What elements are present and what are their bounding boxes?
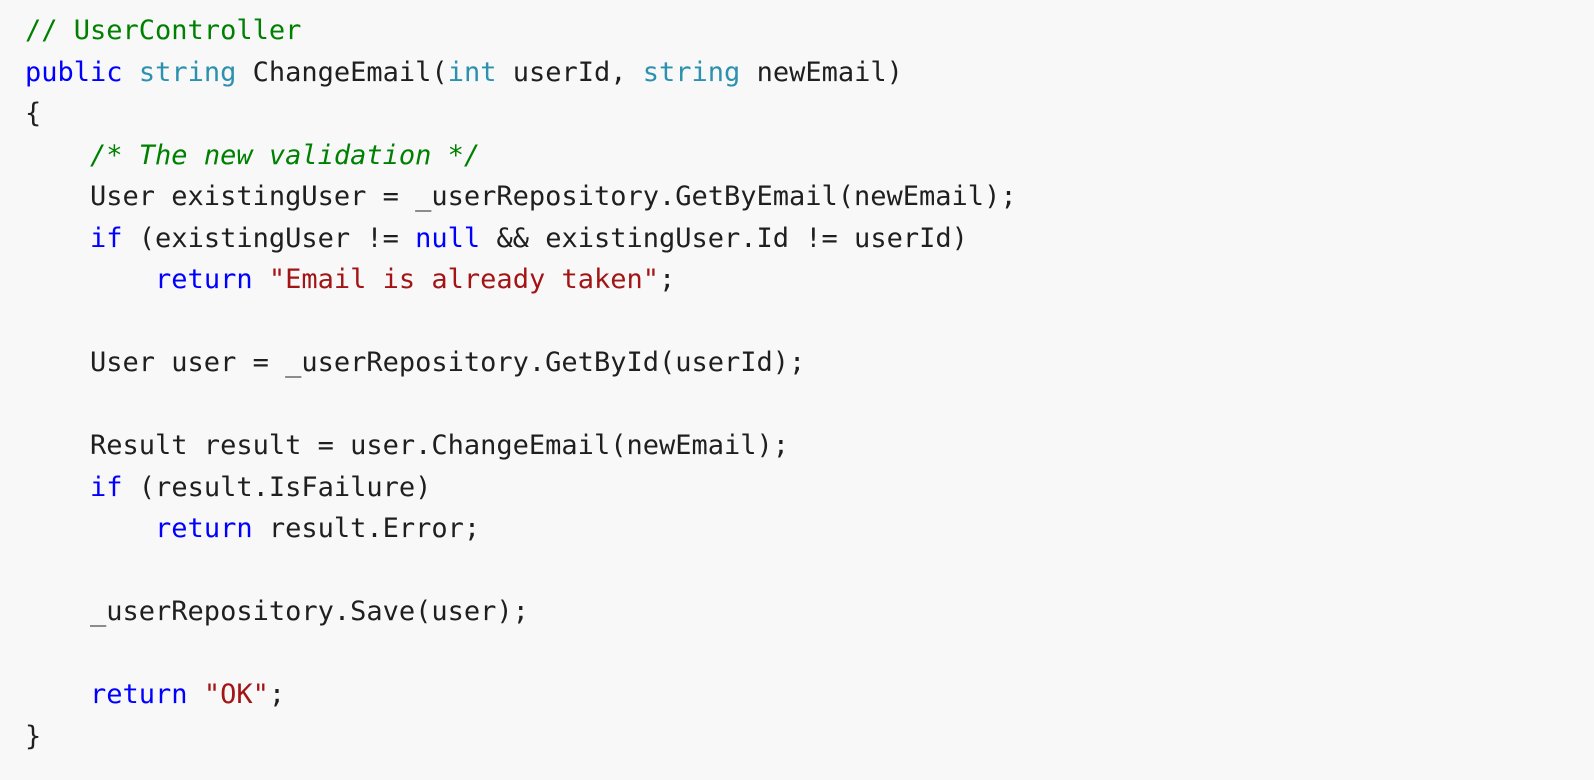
code-token-plain: userId,: [496, 56, 643, 88]
code-line-blank: [25, 550, 1594, 592]
code-line-blank: [25, 384, 1594, 426]
code-token-keyword: return: [155, 513, 253, 544]
code-line: // UserController: [25, 10, 1594, 52]
code-token-string: "Email is already taken": [268, 264, 659, 295]
code-token-plain: User user = _userRepository.GetById(user…: [25, 347, 806, 378]
code-token-plain: [25, 513, 155, 544]
code-line-blank: [25, 633, 1594, 675]
code-token-plain: [188, 679, 204, 710]
code-line: }: [25, 716, 1594, 758]
code-token-keyword: null: [415, 222, 481, 254]
code-token-plain: {: [25, 98, 42, 129]
code-token-plain: ChangeEmail(: [236, 56, 448, 88]
code-token-plain: newEmail): [740, 56, 903, 88]
code-line: {: [25, 93, 1594, 135]
code-token-plain: [253, 264, 269, 295]
code-line: User user = _userRepository.GetById(user…: [25, 342, 1594, 384]
code-line: if (result.IsFailure): [25, 467, 1594, 509]
code-line-blank: [25, 301, 1594, 343]
code-line: if (existingUser != null && existingUser…: [25, 218, 1594, 260]
code-token-plain: }: [25, 720, 42, 752]
code-line: return "OK";: [25, 674, 1594, 716]
code-line: /* The new validation */: [25, 135, 1594, 177]
code-token-plain: result.Error;: [252, 513, 481, 544]
code-token-plain: [123, 57, 139, 88]
code-token-plain: (existingUser !=: [122, 222, 416, 254]
code-line: _userRepository.Save(user);: [25, 591, 1594, 633]
code-token-keyword: return: [90, 679, 188, 710]
code-token-plain: Result result = user.ChangeEmail(newEmai…: [25, 430, 790, 461]
code-token-plain: _userRepository.Save(user);: [25, 596, 529, 627]
code-token-plain: [25, 140, 90, 171]
code-token-type: int: [447, 56, 497, 88]
code-token-keyword: public: [25, 56, 123, 88]
code-line: public string ChangeEmail(int userId, st…: [25, 52, 1594, 94]
code-token-plain: [25, 679, 90, 710]
code-token-plain: ;: [659, 264, 676, 295]
code-line: Result result = user.ChangeEmail(newEmai…: [25, 425, 1594, 467]
code-token-plain: [25, 223, 90, 254]
code-line: return result.Error;: [25, 508, 1594, 550]
code-token-plain: [25, 264, 155, 295]
code-token-keyword: if: [90, 471, 123, 503]
code-token-keyword: return: [155, 264, 253, 295]
code-token-plain: (result.IsFailure): [122, 471, 432, 503]
code-token-plain: User existingUser = _userRepository.GetB…: [25, 181, 1017, 212]
code-token-comment: // UserController: [25, 15, 302, 46]
code-token-plain: [25, 472, 90, 503]
code-token-plain: && existingUser.Id != userId): [480, 222, 968, 254]
code-token-type: string: [642, 56, 741, 88]
code-token-plain: ;: [268, 679, 286, 710]
code-line: User existingUser = _userRepository.GetB…: [25, 176, 1594, 218]
code-token-type: string: [138, 56, 237, 88]
code-token-string: "OK": [203, 679, 269, 710]
code-line: return "Email is already taken";: [25, 259, 1594, 301]
code-token-comment-italic: /* The new validation */: [90, 139, 481, 171]
code-token-keyword: if: [90, 222, 123, 254]
